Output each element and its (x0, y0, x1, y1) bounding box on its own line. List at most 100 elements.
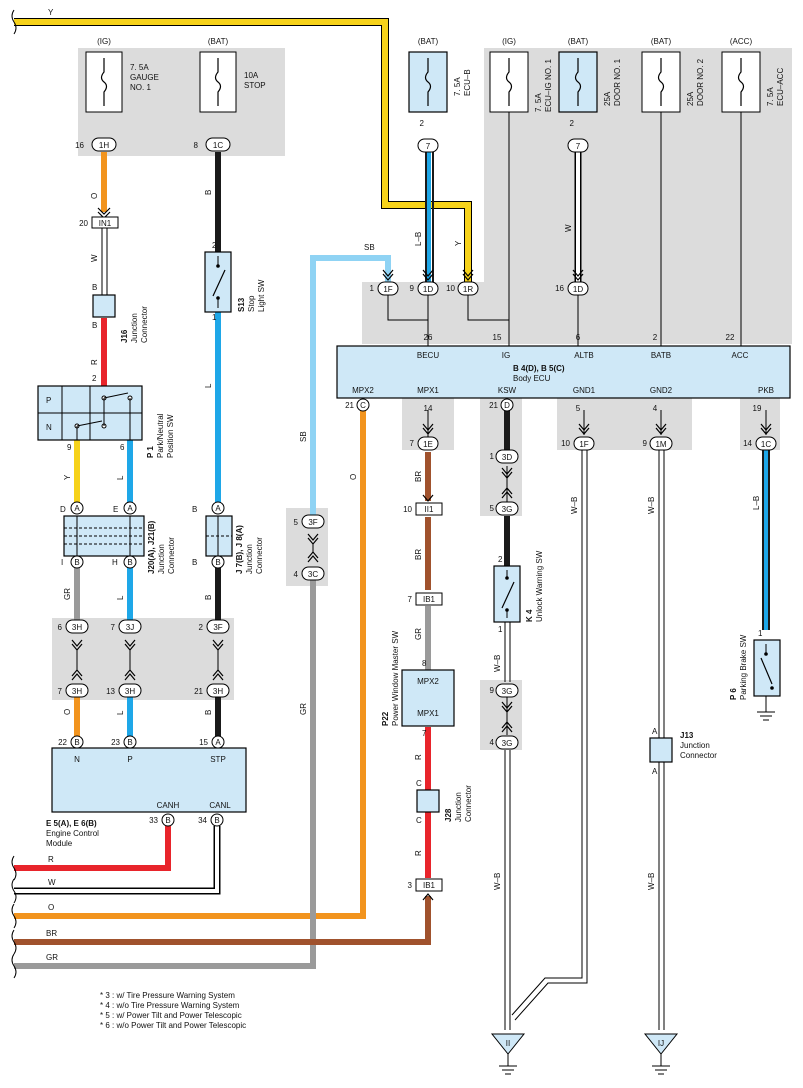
svg-text:7: 7 (576, 142, 581, 151)
fuse-name-door2: DOOR NO. 2 (696, 58, 705, 106)
connector-1r: 1R (457, 281, 479, 296)
s13-pin-2: 2 (212, 241, 217, 250)
becu-label-altb: ALTB (574, 351, 593, 360)
pin-5-3g: 5 (490, 504, 495, 513)
j20-pin-d: D (60, 505, 66, 514)
ecm-label-canh: CANH (157, 801, 180, 810)
label-wb-j13: W–B (647, 873, 656, 890)
pin-1-3d: 1 (490, 452, 495, 461)
j16-desc-1: Junction (130, 313, 139, 343)
fuse-rating-door1: 25A (603, 91, 612, 106)
connector-3h-lower-a: 3H (65, 683, 89, 698)
switch-p1 (37, 385, 143, 441)
j16-name: J16 (120, 329, 129, 343)
svg-text:3G: 3G (502, 739, 513, 748)
svg-text:1R: 1R (463, 285, 473, 294)
k4-pin-1: 1 (498, 625, 503, 634)
svg-text:II1: II1 (425, 505, 434, 514)
j20-pin-i: I (61, 558, 63, 567)
ecm-desc-1: Engine Control (46, 829, 99, 838)
label-y-p1: Y (63, 474, 72, 480)
connector-1c-pkb: 1C (755, 436, 777, 451)
connector-chevrons-ecu-bottom (422, 423, 772, 435)
label-b-stop: B (204, 190, 213, 195)
connector-3h-upper: 3H (65, 619, 89, 634)
fuse-ecu-acc (721, 51, 761, 113)
pin-6-3h: 6 (58, 623, 63, 632)
connector-1d-door: 1D (567, 281, 589, 296)
top-label-y: Y (48, 8, 54, 17)
connector-3f-sb: 3F (301, 514, 325, 529)
p1-label-n: N (46, 423, 52, 432)
bottom-label-br: BR (46, 929, 57, 938)
p1-name: P 1 (146, 446, 155, 458)
connector-1m: 1M (649, 436, 673, 451)
p1-pin-9: 9 (67, 443, 72, 452)
svg-text:1H: 1H (99, 141, 109, 150)
wire-wb-gnd1 (514, 450, 588, 1021)
j20-connector-a1: A (70, 501, 84, 515)
note-4: * 4 : w/o Tire Pressure Warning System (100, 1001, 240, 1010)
svg-text:3G: 3G (502, 505, 513, 514)
body-ecu (336, 345, 791, 399)
wire-y-top (14, 19, 471, 285)
becu-pin-1: 1 (370, 284, 375, 293)
label-lb-ecub: L–B (414, 232, 423, 246)
becu-label-becu: BECU (417, 351, 439, 360)
fuse-rating-stop: 10A (244, 71, 259, 80)
j7-connector-b: B (211, 555, 225, 569)
ground-point-ii (490, 1033, 526, 1075)
svg-text:D: D (504, 401, 510, 410)
j28-pin-c1: C (416, 779, 422, 788)
p22-desc: Power Window Master SW (391, 630, 400, 726)
j7-name: J 7(B), J 8(A) (235, 525, 244, 574)
svg-text:1E: 1E (423, 440, 433, 449)
label-r-1: R (90, 359, 99, 365)
connector-chevrons-3d (501, 467, 513, 499)
svg-text:B: B (74, 738, 79, 747)
fuse-ecu-ig (489, 51, 529, 113)
connector-ii1: II1 (415, 494, 443, 516)
p22-name: P22 (381, 711, 390, 726)
label-sb-1: SB (299, 431, 308, 442)
connector-7-ecub: 7 (417, 138, 439, 153)
j13-desc-2: Connector (680, 751, 717, 760)
ecm-pin-15: 15 (199, 738, 208, 747)
svg-text:3H: 3H (213, 687, 223, 696)
label-lb-pkb: L–B (752, 496, 761, 510)
j20-desc-1: Junction (157, 544, 166, 574)
fuse-name-door1: DOOR NO. 1 (613, 58, 622, 106)
svg-text:A: A (215, 738, 221, 747)
ground-label-ij: IJ (658, 1039, 664, 1048)
ground-p6 (757, 711, 775, 721)
label-gr-3c: GR (299, 703, 308, 715)
fuse-name-gauge-2: NO. 1 (130, 83, 151, 92)
ecm-label-n: N (74, 755, 80, 764)
bottom-label-o: O (48, 903, 54, 912)
j20-connector-b1: B (70, 555, 84, 569)
switch-p6 (753, 639, 781, 712)
label-sb-2: SB (364, 243, 375, 252)
label-wb-gnd1: W–B (570, 497, 579, 514)
becu-pin-14a: 14 (424, 404, 433, 413)
pin-2-ecub: 2 (420, 119, 425, 128)
wire-r-canh (14, 826, 171, 871)
junction-j20-j21 (63, 515, 145, 557)
ecm-label-canl: CANL (209, 801, 231, 810)
k4-desc: Unlock Warning SW (535, 550, 544, 622)
ecm-desc-2: Module (46, 839, 73, 848)
junction-j28 (416, 789, 440, 813)
connector-7-door1: 7 (567, 138, 589, 153)
svg-text:B: B (74, 558, 79, 567)
connector-3d: 3D (495, 449, 519, 464)
s13-name: S13 (237, 297, 246, 312)
becu-label-mpx2: MPX2 (352, 386, 374, 395)
fuse-name-ecu-ig: ECU–IG NO. 1 (544, 59, 553, 112)
label-o-1: O (90, 193, 99, 199)
pin-2-p1: 2 (92, 374, 97, 383)
svg-text:1D: 1D (423, 285, 433, 294)
label-w-1: W (90, 254, 99, 262)
junction-j7-j8 (205, 515, 233, 557)
junction-block-ecu-top-2 (562, 282, 792, 344)
